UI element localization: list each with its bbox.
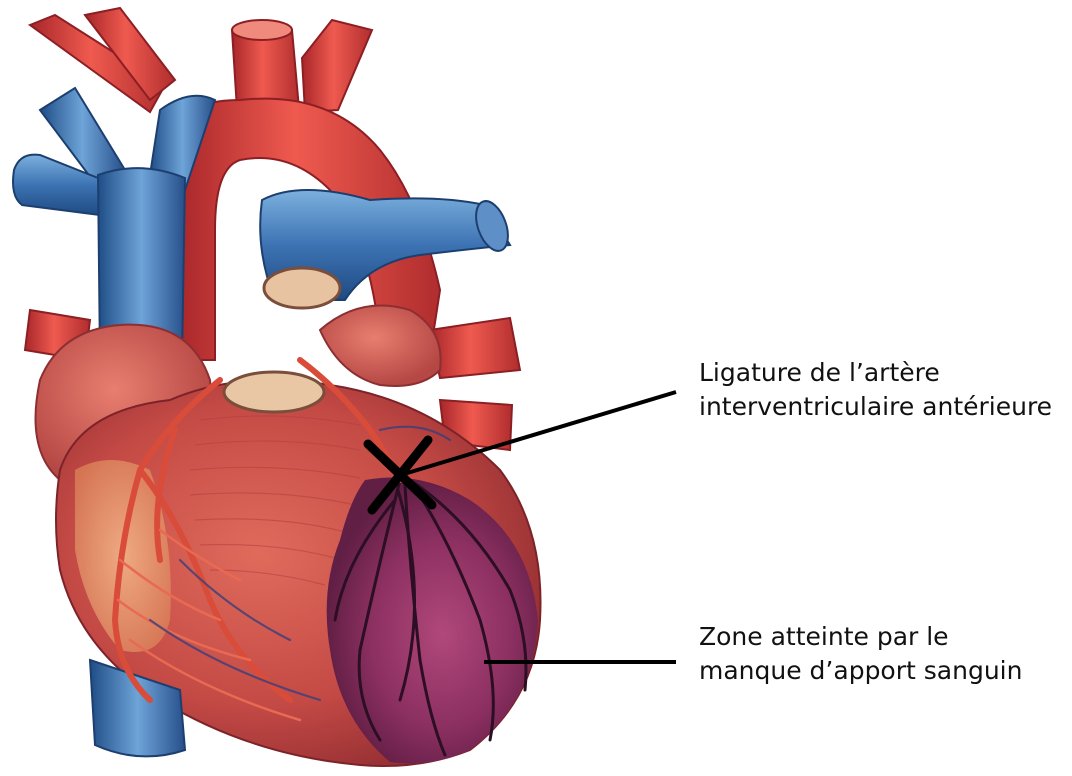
ligature-label: Ligature de l’artère interventriculaire … [699,356,1052,424]
zone-label-line2: manque d’apport sanguin [699,654,1022,688]
ligature-label-line2: interventriculaire antérieure [699,390,1052,424]
aortic-root-opening [224,372,324,412]
zone-label-line1: Zone atteinte par le [699,620,1022,654]
ligature-label-line1: Ligature de l’artère [699,356,1052,390]
zone-label: Zone atteinte par le manque d’apport san… [699,620,1022,688]
pulmonary-trunk-opening [264,268,340,308]
